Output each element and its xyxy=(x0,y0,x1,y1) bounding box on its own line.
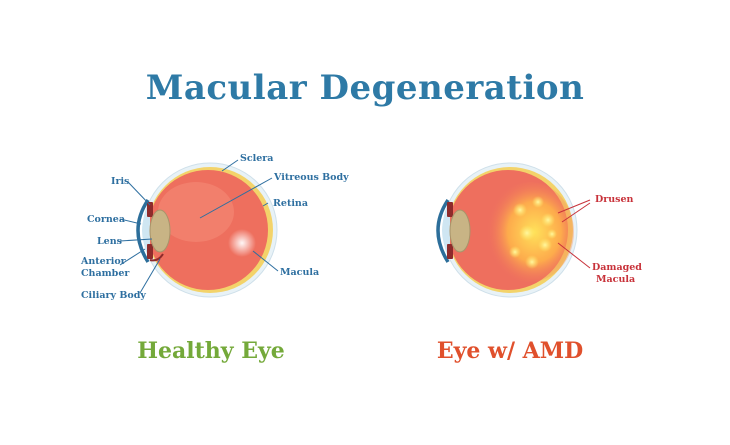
label-anterior-line1: Anterior xyxy=(80,256,127,267)
healthy-iris-bottom xyxy=(147,244,153,259)
label-damaged-line2: Macula xyxy=(596,274,635,285)
healthy-ciliary-body xyxy=(149,253,164,262)
amd-eye xyxy=(436,162,578,298)
healthy-cornea xyxy=(136,199,150,263)
page-title: Macular Degeneration xyxy=(145,68,585,108)
label-macula: Macula xyxy=(280,267,319,278)
healthy-eye-body xyxy=(148,170,268,290)
label-cornea: Cornea xyxy=(87,214,125,225)
label-ciliary-body: Ciliary Body xyxy=(81,290,146,301)
label-anterior-line2: Chamber xyxy=(81,268,130,279)
label-vitreous-body: Vitreous Body xyxy=(273,172,349,183)
healthy-lens xyxy=(149,209,171,253)
amd-eye-label-text: Drusen Damaged Macula xyxy=(592,194,642,285)
label-sclera: Sclera xyxy=(240,153,273,164)
label-iris: Iris xyxy=(111,176,129,187)
label-drusen: Drusen xyxy=(595,194,634,205)
amd-iris-bottom xyxy=(447,244,453,259)
healthy-macula-spot xyxy=(228,229,256,257)
label-damaged-line1: Damaged xyxy=(592,262,642,273)
healthy-eye-caption: Healthy Eye xyxy=(137,338,285,364)
healthy-eye-highlight xyxy=(158,182,234,242)
healthy-eye xyxy=(136,162,278,298)
amd-drusen xyxy=(509,196,557,269)
label-lens: Lens xyxy=(97,236,122,247)
amd-eye-labels xyxy=(557,199,591,269)
amd-cornea xyxy=(436,199,450,263)
healthy-iris-top xyxy=(147,202,153,217)
healthy-eye-labels xyxy=(119,159,279,294)
amd-iris-top xyxy=(447,202,453,217)
amd-eye-caption: Eye w/ AMD xyxy=(436,338,584,364)
healthy-eye-label-text: Sclera Iris Vitreous Body Retina Cornea … xyxy=(80,153,349,301)
amd-lens xyxy=(449,209,471,253)
label-retina: Retina xyxy=(273,198,308,209)
